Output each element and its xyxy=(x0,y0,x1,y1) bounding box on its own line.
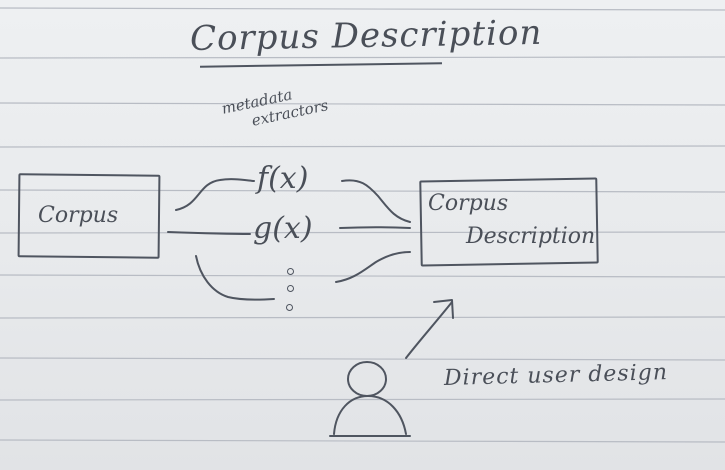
rule-line xyxy=(0,439,725,443)
rule-line xyxy=(0,7,725,11)
rule-line xyxy=(0,231,725,234)
corpus-node-label: Corpus xyxy=(38,203,119,228)
ellipsis-dot xyxy=(287,268,294,275)
rule-line xyxy=(0,102,725,106)
connector-corpus-to-g xyxy=(167,231,251,235)
ellipsis-dot xyxy=(287,285,294,292)
rule-line xyxy=(0,145,725,148)
rule-line xyxy=(0,189,725,193)
extractor-f-label: f(x) xyxy=(257,161,309,196)
rule-line xyxy=(0,316,725,319)
connector-corpus-to-more xyxy=(195,255,275,301)
connector-more-to-description xyxy=(335,251,411,283)
user-arrow-head xyxy=(433,299,454,319)
rule-line xyxy=(0,357,725,361)
rule-line xyxy=(0,398,725,401)
ellipsis-dot xyxy=(286,304,293,311)
corpus-description-label-line2: Description xyxy=(466,224,596,249)
connector-f-to-description xyxy=(341,179,411,223)
user-arrow-shaft xyxy=(405,301,453,359)
rule-line xyxy=(0,56,725,59)
corpus-description-label-line1: Corpus xyxy=(428,191,509,216)
rule-line xyxy=(0,274,725,278)
person-icon xyxy=(329,361,411,437)
connector-corpus-to-f xyxy=(175,178,255,211)
extractor-g-label: g(x) xyxy=(253,211,313,246)
connector-g-to-description xyxy=(339,226,411,229)
